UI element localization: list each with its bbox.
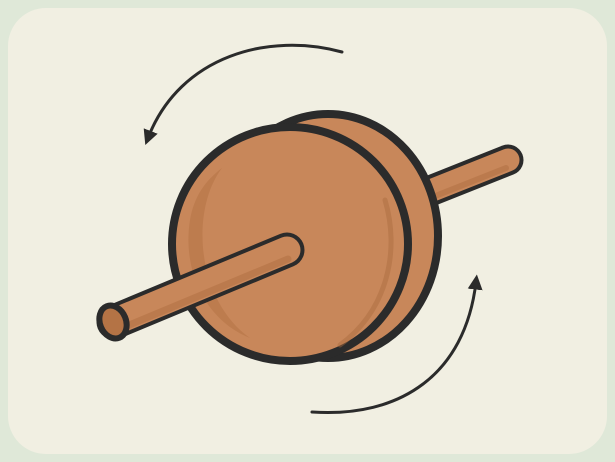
wheel-and-axle-icon [0, 0, 615, 462]
illustration-frame [0, 0, 615, 462]
